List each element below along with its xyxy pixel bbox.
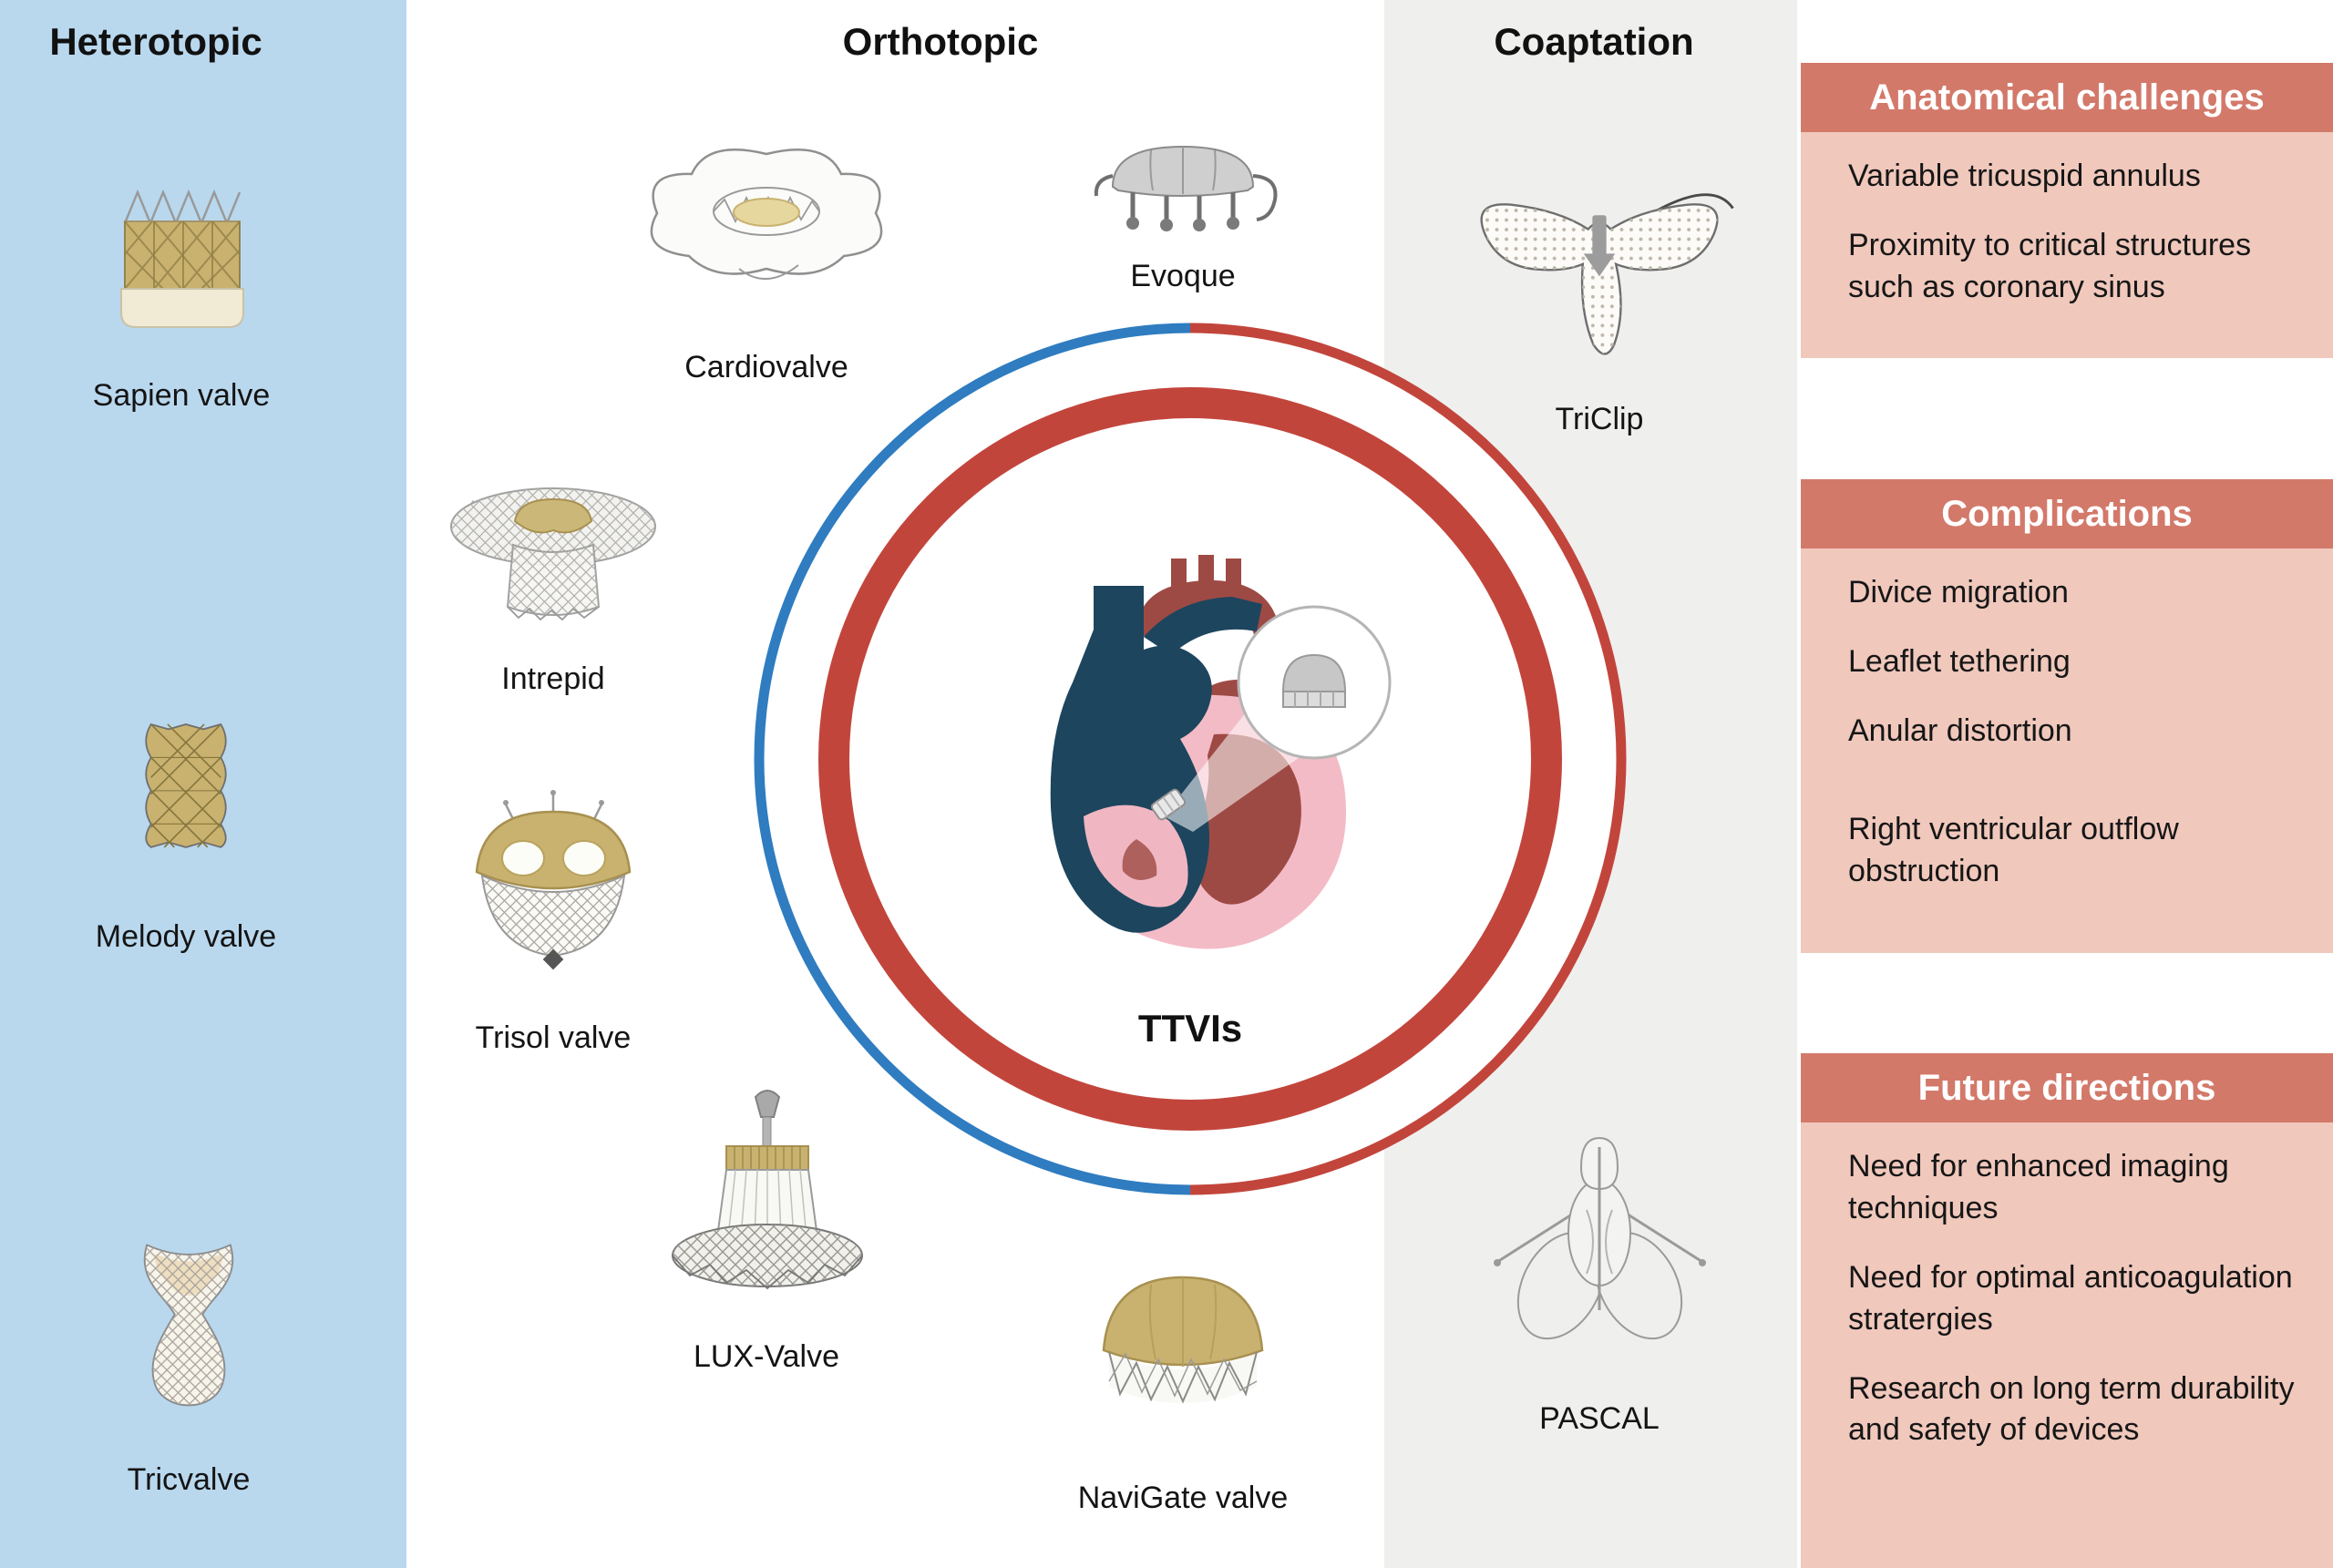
orthotopic-title: Orthotopic bbox=[842, 20, 1039, 63]
device-intrepid: Intrepid bbox=[407, 454, 699, 697]
device-label: Cardiovalve bbox=[684, 350, 848, 384]
evoque-icon bbox=[1094, 145, 1278, 231]
device-tricvalve: Tricvalve bbox=[43, 1235, 334, 1498]
melody-valve-icon bbox=[145, 723, 227, 848]
tricvalve-icon bbox=[143, 1244, 234, 1407]
device-trisol: Trisol valve bbox=[407, 788, 699, 1056]
implanted-valve-icon bbox=[1150, 788, 1187, 821]
magnified-valve-icon bbox=[1281, 653, 1347, 708]
heterotopic-title: Heterotopic bbox=[49, 20, 262, 63]
panel-item: Leaflet tethering bbox=[1848, 643, 2071, 679]
trisol-valve-icon bbox=[475, 790, 631, 970]
cardiovalve-icon bbox=[650, 149, 883, 281]
lux-valve-icon bbox=[671, 1090, 863, 1290]
device-label: Tricvalve bbox=[127, 1462, 251, 1497]
panel-future-directions: Future directions Need for enhanced imag… bbox=[1801, 1053, 2333, 1568]
device-lux: LUX-Valve bbox=[621, 1086, 912, 1375]
device-cardiovalve: Cardiovalve bbox=[621, 127, 912, 385]
device-evoque: Evoque bbox=[1037, 134, 1329, 294]
navigate-valve-icon bbox=[1102, 1276, 1264, 1404]
device-sapien: Sapien valve bbox=[36, 169, 327, 414]
device-label: Sapien valve bbox=[92, 378, 271, 413]
device-melody: Melody valve bbox=[40, 714, 332, 955]
panel-item: Proximity to critical structures such as… bbox=[1848, 227, 2252, 304]
panel-anatomical-header: Anatomical challenges bbox=[1801, 63, 2333, 132]
device-label: Melody valve bbox=[95, 919, 277, 954]
panel-anatomical-challenges: Anatomical challenges Variable tricuspid… bbox=[1801, 63, 2333, 358]
panel-item: Anular distortion bbox=[1848, 712, 2072, 748]
triclip-icon bbox=[1480, 193, 1734, 355]
device-pascal: PASCAL bbox=[1454, 1123, 1745, 1437]
panel-complications: Complications Divice migration Leaflet t… bbox=[1801, 479, 2333, 953]
panel-item: Research on long term durability and saf… bbox=[1848, 1370, 2295, 1448]
panel-complications-body: Divice migration Leaflet tethering Anula… bbox=[1801, 548, 2333, 953]
device-triclip: TriClip bbox=[1444, 179, 1754, 437]
coaptation-title: Coaptation bbox=[1494, 20, 1694, 63]
device-label: LUX-Valve bbox=[694, 1339, 839, 1374]
panel-future-body: Need for enhanced imaging techniques Nee… bbox=[1801, 1122, 2333, 1568]
panel-item: Need for enhanced imaging techniques bbox=[1848, 1149, 2229, 1225]
panel-item: Divice migration bbox=[1848, 575, 2069, 610]
panel-item: Variable tricuspid annulus bbox=[1848, 159, 2201, 193]
device-label: Trisol valve bbox=[475, 1020, 632, 1055]
device-label: PASCAL bbox=[1539, 1401, 1660, 1436]
panel-complications-header: Complications bbox=[1801, 479, 2333, 548]
panel-item: Right ventricular outflow obstruction bbox=[1848, 811, 2179, 888]
device-label: NaviGate valve bbox=[1077, 1481, 1289, 1515]
device-navigate: NaviGate valve bbox=[1037, 1257, 1329, 1516]
panel-future-header: Future directions bbox=[1801, 1053, 2333, 1122]
device-label: Intrepid bbox=[501, 661, 605, 696]
heart-illustration bbox=[1000, 548, 1392, 967]
sapien-valve-icon bbox=[120, 189, 244, 328]
device-label: Evoque bbox=[1130, 259, 1236, 293]
heart-icon bbox=[1050, 555, 1392, 949]
intrepid-icon bbox=[450, 487, 656, 621]
panel-item: Need for optimal anticoagulation strater… bbox=[1848, 1259, 2293, 1337]
pascal-icon bbox=[1493, 1136, 1706, 1340]
device-label: TriClip bbox=[1555, 402, 1644, 436]
ttvis-label: TTVIs bbox=[1137, 1007, 1243, 1050]
panel-anatomical-body: Variable tricuspid annulus Proximity to … bbox=[1801, 132, 2333, 358]
